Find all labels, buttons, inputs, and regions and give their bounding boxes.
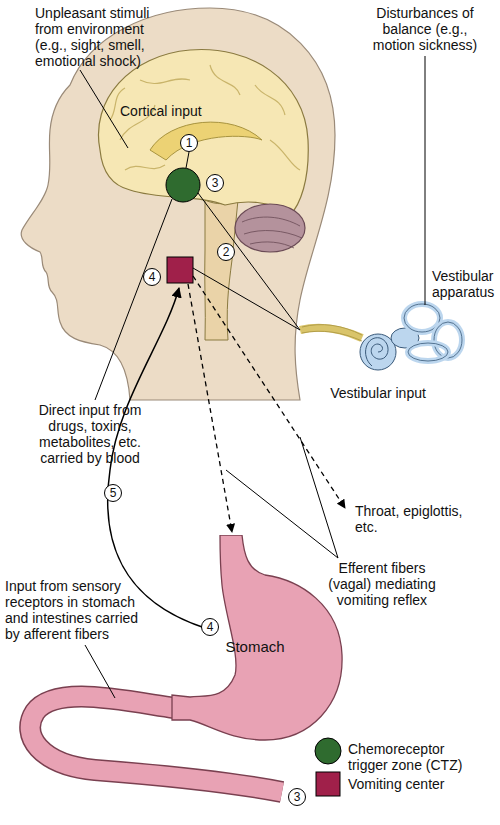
vestibular-nerve-strands	[302, 325, 362, 341]
corpus-callosum	[150, 122, 262, 160]
brain-gyrus	[120, 105, 155, 140]
node-outline	[170, 535, 345, 745]
brain-gyrus	[210, 65, 240, 95]
intestine	[30, 697, 282, 792]
cochlea	[360, 334, 396, 370]
efferent-pathway	[188, 284, 232, 532]
callout-number: 3	[288, 788, 306, 806]
brain-gyrus	[110, 88, 125, 120]
node-shape	[172, 535, 342, 740]
input-label: Vestibular input	[313, 385, 443, 401]
callout-number: 3	[206, 174, 224, 192]
callout-number: 4	[143, 268, 161, 286]
legend-swatch-frame	[313, 769, 343, 799]
semicircular-canal	[434, 322, 462, 358]
legend-swatch	[316, 772, 340, 796]
efferent-pathway	[193, 276, 345, 508]
afferent-pathway	[108, 288, 205, 628]
cochlea-spiral	[366, 338, 388, 366]
callout-number: 4	[201, 618, 219, 636]
vomiting-center-symbol	[167, 257, 193, 283]
callout-number: 5	[104, 484, 122, 502]
legend-text: Vomiting center	[348, 776, 488, 792]
stimulus-note: Disturbances of balance (e.g., motion si…	[365, 5, 485, 53]
head-silhouette	[21, 8, 335, 400]
semicircular-canal	[434, 322, 462, 358]
brain-gyrus	[140, 79, 190, 84]
cerebellum-folia	[242, 217, 302, 248]
brain-gyrus	[255, 85, 285, 115]
semicircular-canal	[404, 304, 440, 332]
organ-label: Vestibular apparatus	[432, 268, 500, 300]
input-label: Input from sensory receptors in stomach …	[5, 578, 150, 642]
legend-swatch	[315, 738, 341, 764]
brain-gyrus	[125, 165, 165, 170]
leader-line	[186, 152, 189, 168]
leader-line	[425, 56, 426, 305]
legend-swatch-frame	[313, 736, 343, 766]
brain-gyrus	[270, 140, 300, 170]
vestibule	[391, 328, 419, 348]
vestibular-pathway	[193, 268, 300, 330]
leader-line	[226, 470, 338, 558]
brainstem	[205, 200, 238, 340]
ctz-symbol	[166, 168, 200, 202]
vestibular-nerve	[300, 328, 362, 338]
target-label: Throat, epiglottis, etc.	[355, 503, 480, 535]
fiber-label: Efferent fibers (vagal) mediating vomiti…	[317, 560, 447, 608]
semicircular-canal	[404, 304, 440, 332]
semicircular-canal	[408, 343, 448, 361]
stimulus-note: Unpleasant stimuli from environment (e.g…	[35, 5, 170, 69]
legend-text: Chemoreceptor trigger zone (CTZ)	[348, 741, 480, 773]
organ-shape: Stomach	[170, 535, 345, 745]
semicircular-canal	[408, 343, 448, 361]
callout-number: 2	[217, 243, 235, 261]
leader-line	[80, 70, 128, 148]
leader-line	[85, 645, 115, 698]
input-label: Direct input from drugs, toxins, metabol…	[25, 402, 155, 466]
leader-line	[95, 199, 172, 400]
cerebellum	[235, 204, 305, 252]
node-text: Stomach	[210, 639, 300, 655]
intestine-outline	[30, 697, 282, 792]
leader-line	[300, 437, 338, 558]
vestibular-pathway	[198, 193, 300, 330]
brain	[98, 50, 308, 215]
callout-number: 1	[180, 134, 198, 152]
input-label: Cortical input	[120, 103, 220, 119]
